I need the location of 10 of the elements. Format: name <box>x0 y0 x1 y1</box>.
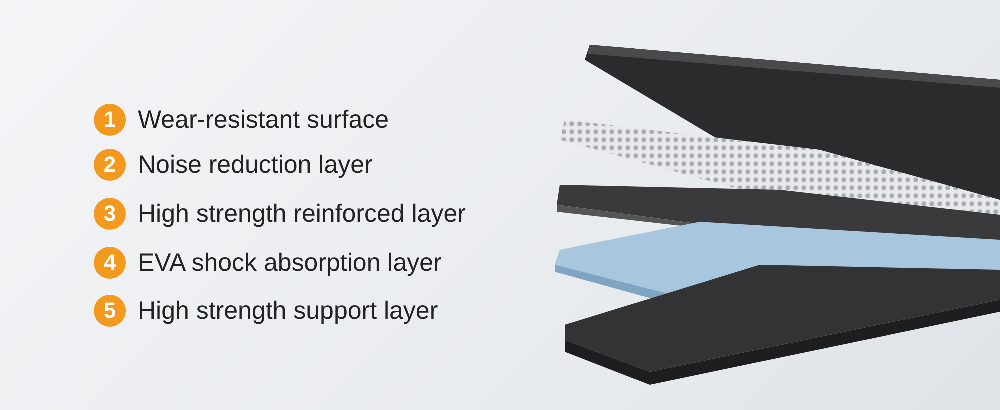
callout-number: 3 <box>94 198 126 230</box>
callout-number: 4 <box>94 247 126 279</box>
layer-name: High strength support layer <box>138 296 438 326</box>
callout-number: 1 <box>94 104 126 136</box>
layer-name: High strength reinforced layer <box>138 200 466 228</box>
layer-name: Noise reduction layer <box>138 150 373 180</box>
layer-name: EVA shock absorption layer <box>138 248 442 278</box>
callout-number: 5 <box>94 295 126 327</box>
layer-name: Wear-resistant surface <box>138 106 390 134</box>
callout-number: 2 <box>94 149 126 181</box>
